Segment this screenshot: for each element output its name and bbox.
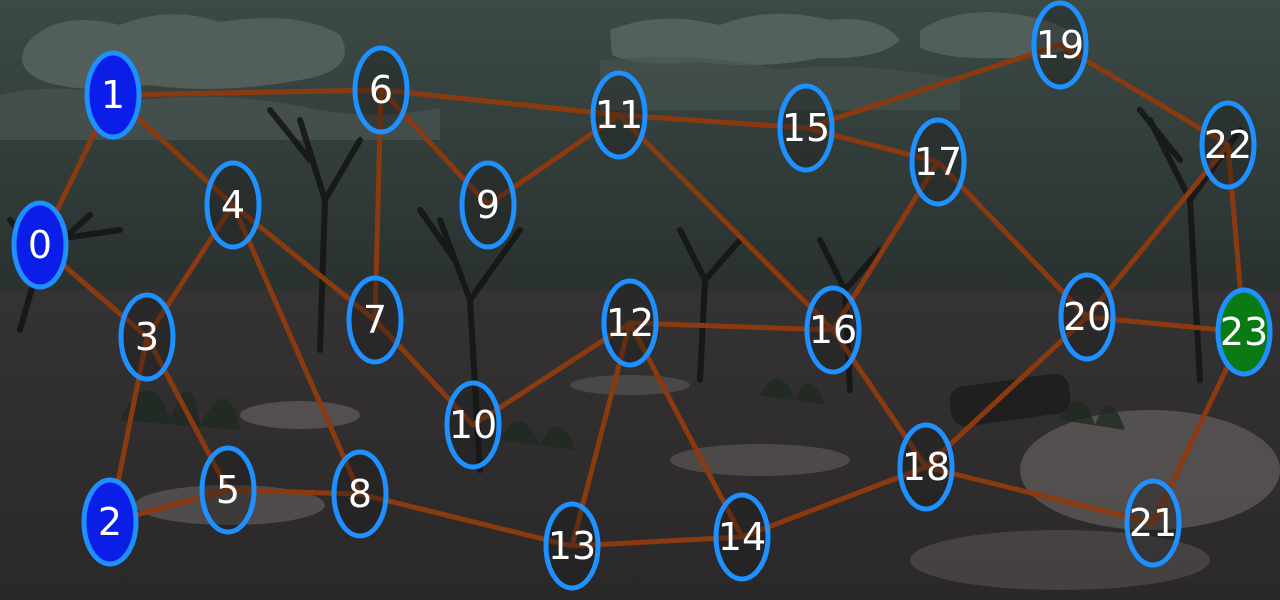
edge-5-8 — [225, 487, 363, 497]
edge-20-22 — [1084, 142, 1231, 320]
node-7-circle[interactable] — [346, 275, 404, 365]
node-12-label: 12 — [606, 301, 654, 345]
node-13[interactable]: 13 — [543, 501, 601, 591]
edge-16-18 — [830, 327, 929, 470]
node-17-label: 17 — [914, 140, 962, 184]
node-2-circle[interactable] — [81, 477, 139, 567]
node-12[interactable]: 12 — [601, 278, 659, 368]
node-20-circle[interactable] — [1058, 272, 1116, 362]
edge-14-18 — [739, 464, 929, 540]
edge-12-14 — [627, 320, 745, 540]
edge-19-22 — [1057, 42, 1231, 148]
node-9[interactable]: 9 — [459, 160, 517, 250]
node-19-circle[interactable] — [1031, 0, 1089, 90]
node-13-label: 13 — [548, 524, 596, 568]
edge-8-13 — [357, 491, 575, 549]
node-18[interactable]: 18 — [897, 422, 955, 512]
node-9-label: 9 — [476, 183, 500, 227]
edge-4-3 — [144, 202, 236, 340]
node-4[interactable]: 4 — [204, 160, 262, 250]
node-6-circle[interactable] — [352, 45, 410, 135]
node-16-label: 16 — [809, 308, 857, 352]
node-4-label: 4 — [221, 183, 245, 227]
edge-17-20 — [935, 159, 1090, 320]
node-2[interactable]: 2 — [81, 477, 139, 567]
node-3-label: 3 — [135, 315, 159, 359]
node-14-label: 14 — [718, 515, 766, 559]
node-1-label: 1 — [101, 73, 125, 117]
node-19-label: 19 — [1036, 23, 1084, 67]
node-14-circle[interactable] — [713, 492, 771, 582]
node-21-label: 21 — [1129, 501, 1177, 545]
node-0[interactable]: 0 — [11, 200, 69, 290]
node-1[interactable]: 1 — [84, 50, 142, 140]
node-8[interactable]: 8 — [331, 449, 389, 539]
node-0-label: 0 — [28, 223, 52, 267]
node-9-circle[interactable] — [459, 160, 517, 250]
node-11[interactable]: 11 — [590, 70, 648, 160]
edge-11-16 — [616, 112, 836, 333]
node-20[interactable]: 20 — [1058, 272, 1116, 362]
edge-18-21 — [923, 464, 1156, 526]
node-22-label: 22 — [1204, 123, 1252, 167]
node-15[interactable]: 15 — [777, 83, 835, 173]
node-12-circle[interactable] — [601, 278, 659, 368]
node-5-circle[interactable] — [199, 445, 257, 535]
node-5[interactable]: 5 — [199, 445, 257, 535]
node-19[interactable]: 19 — [1031, 0, 1089, 90]
edge-1-6 — [110, 87, 384, 98]
node-20-label: 20 — [1063, 295, 1111, 339]
node-22-circle[interactable] — [1199, 100, 1257, 190]
node-15-circle[interactable] — [777, 83, 835, 173]
node-10-circle[interactable] — [444, 380, 502, 470]
node-3[interactable]: 3 — [118, 292, 176, 382]
edge-11-15 — [616, 112, 809, 131]
node-0-circle[interactable] — [11, 200, 69, 290]
node-16[interactable]: 16 — [804, 285, 862, 375]
node-11-label: 11 — [595, 93, 643, 137]
node-5-label: 5 — [216, 468, 240, 512]
node-17-circle[interactable] — [909, 117, 967, 207]
node-23-label: 23 — [1220, 310, 1268, 354]
node-22[interactable]: 22 — [1199, 100, 1257, 190]
node-1-circle[interactable] — [84, 50, 142, 140]
node-10-label: 10 — [449, 403, 497, 447]
edge-12-16 — [627, 320, 836, 333]
node-18-circle[interactable] — [897, 422, 955, 512]
node-23-circle[interactable] — [1215, 287, 1273, 377]
edge-15-17 — [803, 125, 941, 165]
node-16-circle[interactable] — [804, 285, 862, 375]
node-4-circle[interactable] — [204, 160, 262, 250]
edge-15-19 — [803, 42, 1063, 131]
edge-4-8 — [230, 202, 363, 497]
node-8-label: 8 — [348, 472, 372, 516]
node-18-label: 18 — [902, 445, 950, 489]
edge-18-20 — [923, 314, 1090, 470]
node-10[interactable]: 10 — [444, 380, 502, 470]
node-21[interactable]: 21 — [1124, 478, 1182, 568]
node-11-circle[interactable] — [590, 70, 648, 160]
edge-6-11 — [378, 87, 622, 118]
node-13-circle[interactable] — [543, 501, 601, 591]
node-6[interactable]: 6 — [352, 45, 410, 135]
edge-6-9 — [378, 87, 491, 208]
node-23[interactable]: 23 — [1215, 287, 1273, 377]
edge-6-7 — [372, 87, 384, 323]
node-17[interactable]: 17 — [909, 117, 967, 207]
node-6-label: 6 — [369, 68, 393, 112]
edge-3-5 — [144, 334, 231, 493]
node-7-label: 7 — [363, 298, 387, 342]
node-8-circle[interactable] — [331, 449, 389, 539]
node-2-label: 2 — [98, 500, 122, 544]
node-7[interactable]: 7 — [346, 275, 404, 365]
node-15-label: 15 — [782, 106, 830, 150]
node-3-circle[interactable] — [118, 292, 176, 382]
node-14[interactable]: 14 — [713, 492, 771, 582]
edge-7-10 — [372, 317, 476, 428]
node-21-circle[interactable] — [1124, 478, 1182, 568]
